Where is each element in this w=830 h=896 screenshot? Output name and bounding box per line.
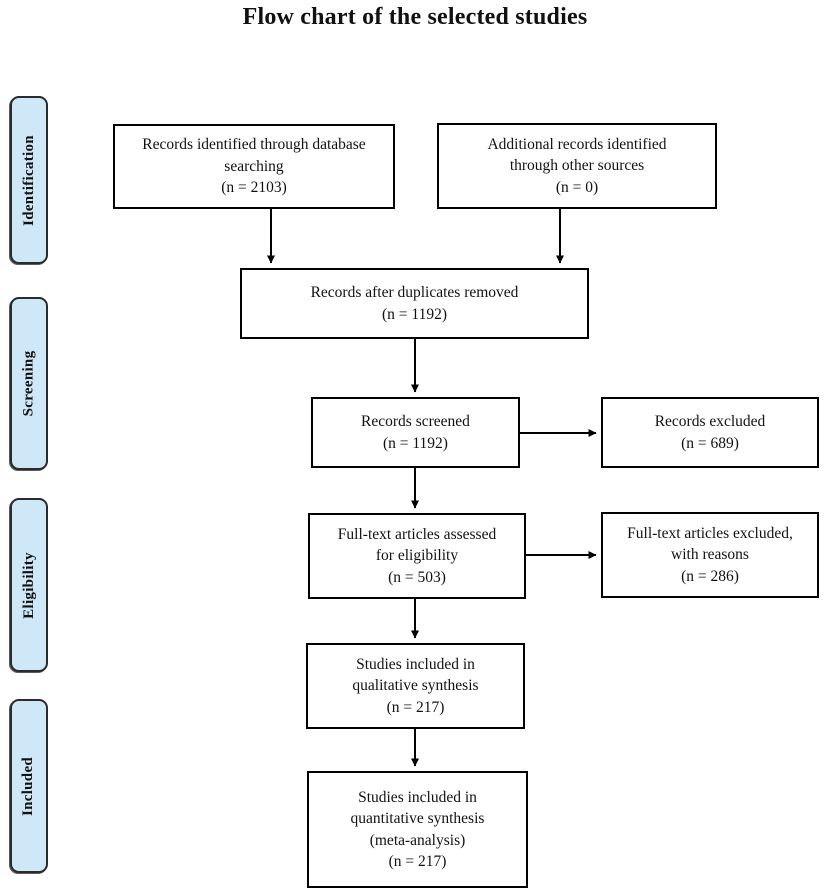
- stage-eligibility-label: Eligibility: [20, 551, 37, 619]
- box-quantitative-synthesis-text: Studies included in quantitative synthes…: [350, 788, 485, 870]
- box-records-identified-database: Records identified through database sear…: [113, 124, 395, 209]
- box-after-duplicates-removed: Records after duplicates removed (n = 11…: [240, 268, 589, 339]
- box-records-excluded-text: Records excluded (n = 689): [654, 413, 766, 452]
- box-records-identified-database-text: Records identified through database sear…: [142, 136, 366, 197]
- stage-screening: Screening: [10, 297, 48, 470]
- box-quantitative-synthesis: Studies included in quantitative synthes…: [307, 771, 528, 888]
- box-qualitative-synthesis-text: Studies included in qualitative synthesi…: [352, 655, 479, 716]
- box-fulltext-assessed-text: Full-text articles assessed for eligibil…: [337, 525, 497, 586]
- box-after-duplicates-removed-text: Records after duplicates removed (n = 11…: [310, 284, 519, 323]
- page-title: Flow chart of the selected studies: [242, 4, 588, 30]
- box-fulltext-excluded-text: Full-text articles excluded, with reason…: [627, 524, 793, 585]
- box-fulltext-excluded: Full-text articles excluded, with reason…: [601, 512, 819, 598]
- stage-included-label: Included: [20, 756, 37, 816]
- box-fulltext-assessed: Full-text articles assessed for eligibil…: [308, 513, 526, 599]
- stage-screening-label: Screening: [20, 350, 37, 417]
- box-qualitative-synthesis: Studies included in qualitative synthesi…: [306, 643, 525, 729]
- box-records-excluded: Records excluded (n = 689): [601, 397, 819, 468]
- box-additional-records: Additional records identified through ot…: [437, 123, 717, 209]
- box-records-screened: Records screened (n = 1192): [311, 397, 520, 468]
- box-records-screened-text: Records screened (n = 1192): [361, 413, 470, 452]
- box-additional-records-text: Additional records identified through ot…: [487, 135, 667, 196]
- stage-eligibility: Eligibility: [10, 498, 48, 672]
- stage-identification: Identification: [10, 96, 48, 264]
- stage-identification-label: Identification: [20, 134, 37, 226]
- stage-included: Included: [10, 699, 48, 873]
